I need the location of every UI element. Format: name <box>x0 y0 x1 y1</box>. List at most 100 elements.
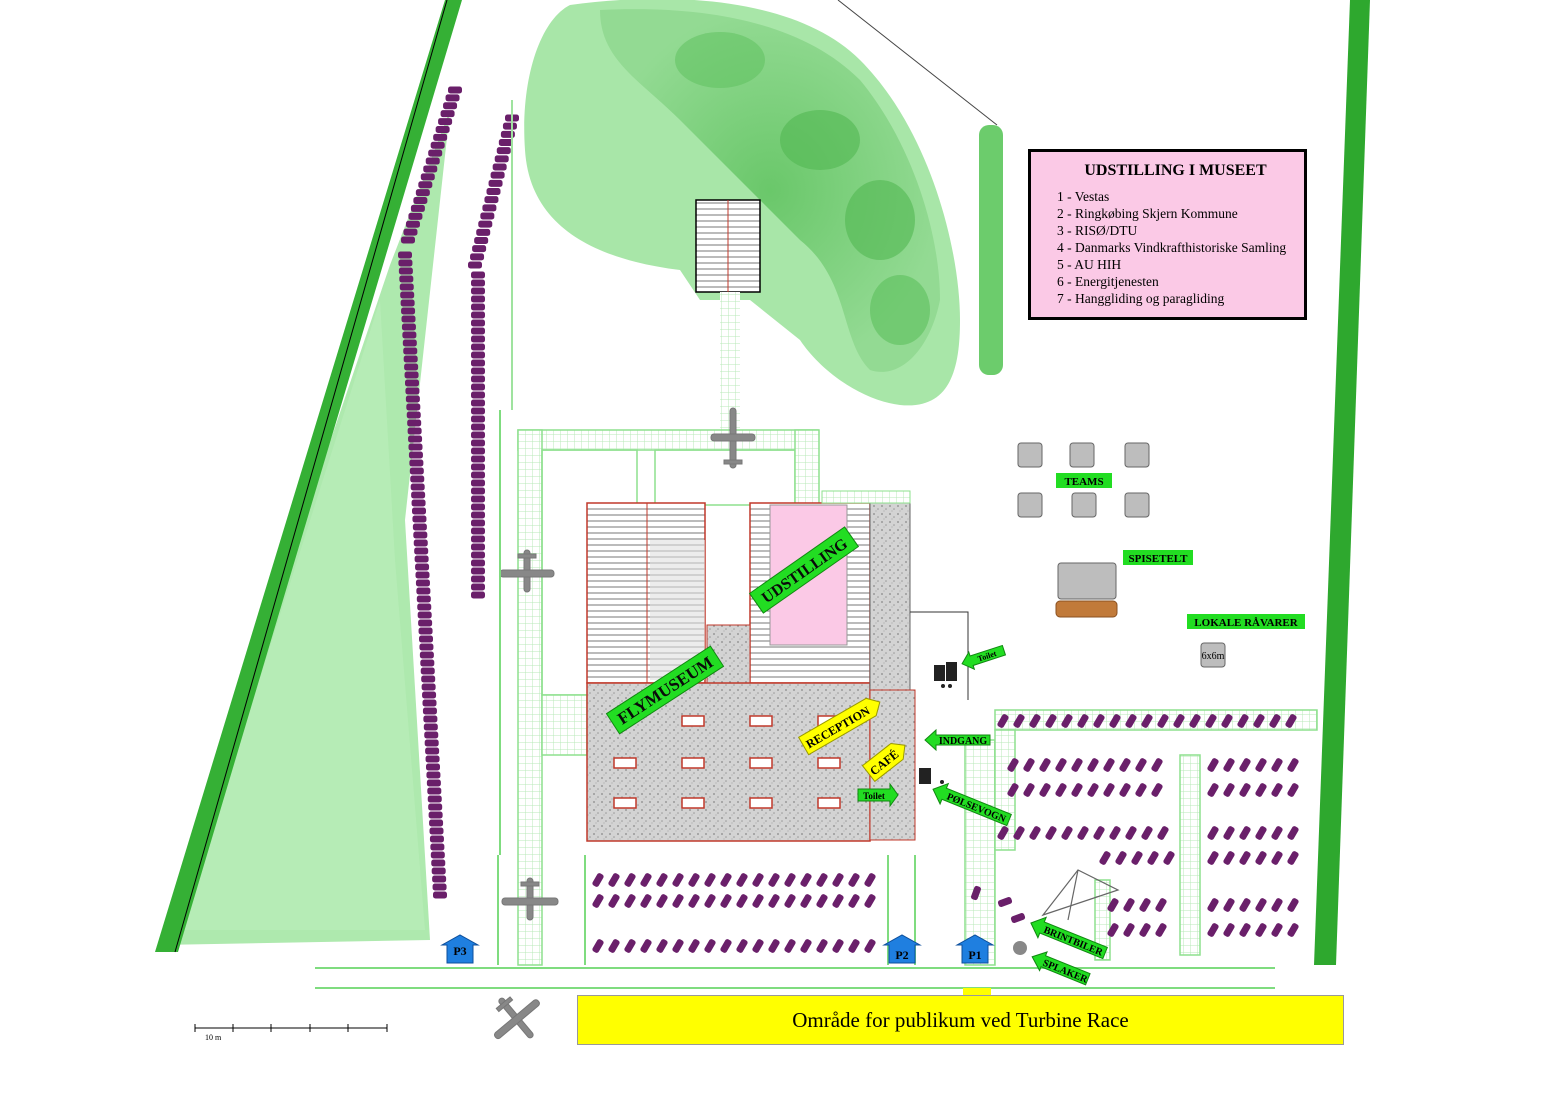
car-icon <box>471 543 485 551</box>
car-icon <box>468 261 482 269</box>
car-icon <box>471 527 485 535</box>
car-icon <box>415 189 430 197</box>
car-icon <box>480 212 495 220</box>
car-icon <box>816 939 828 953</box>
car-icon <box>1163 851 1175 865</box>
car-icon <box>1151 783 1163 797</box>
indgang-label: INDGANG <box>924 728 991 752</box>
hedge-short <box>979 125 1003 375</box>
legend-item: 1 - Vestas <box>1057 189 1110 204</box>
car-icon <box>1223 923 1235 937</box>
car-icon <box>1135 783 1147 797</box>
hedge-left <box>155 0 462 952</box>
car-icon <box>471 407 485 415</box>
car-icon <box>1045 826 1057 840</box>
car-icon <box>418 181 433 189</box>
car-icon <box>416 595 431 603</box>
car-icon <box>403 355 418 363</box>
car-icon <box>471 463 485 471</box>
car-icon <box>433 133 448 141</box>
car-icon <box>419 643 434 651</box>
car-icon <box>1109 714 1121 728</box>
car-icon <box>1287 758 1299 772</box>
car-icon <box>1135 758 1147 772</box>
car-icon <box>431 859 446 867</box>
car-icon <box>423 165 438 173</box>
car-icon <box>471 423 485 431</box>
car-icon <box>848 894 860 908</box>
car-icon <box>471 303 485 311</box>
car-icon <box>1071 783 1083 797</box>
car-icon <box>471 367 485 375</box>
car-icon <box>688 873 700 887</box>
parking-p3-label: P3 <box>453 944 466 958</box>
car-icon <box>624 873 636 887</box>
car-icon <box>1239 783 1251 797</box>
car-icon <box>704 873 716 887</box>
car-icon <box>409 459 424 467</box>
car-icon <box>1237 714 1249 728</box>
car-icon <box>404 371 419 379</box>
car-icon <box>471 311 485 319</box>
car-icon <box>471 503 485 511</box>
car-icon <box>471 359 485 367</box>
car-icon <box>401 307 416 315</box>
legend-item: 3 - RISØ/DTU <box>1057 223 1138 238</box>
car-icon <box>1271 923 1283 937</box>
car-icon <box>1147 851 1159 865</box>
car-icon <box>1157 714 1169 728</box>
car-icon <box>1013 826 1025 840</box>
legend-item: 2 - Ringkøbing Skjern Kommune <box>1057 206 1238 221</box>
car-icon <box>471 399 485 407</box>
scale-label: 10 m <box>205 1033 222 1042</box>
car-icon <box>411 491 426 499</box>
car-icon <box>736 873 748 887</box>
car-icon <box>1119 783 1131 797</box>
car-icon <box>1223 783 1235 797</box>
car-icon <box>498 139 513 146</box>
car-icon <box>1139 923 1151 937</box>
car-icon <box>472 245 487 253</box>
car-icon <box>768 939 780 953</box>
car-icon <box>471 319 485 327</box>
car-icon <box>1123 898 1135 912</box>
car-icon <box>1055 783 1067 797</box>
car-icon <box>413 539 428 547</box>
car-icon <box>1271 898 1283 912</box>
car-icon <box>443 102 458 110</box>
car-icon <box>405 220 420 228</box>
car-icon <box>1287 783 1299 797</box>
car-icon <box>398 259 413 267</box>
car-icon <box>470 253 485 261</box>
car-icon <box>1239 758 1251 772</box>
car-icon <box>425 755 440 763</box>
car-icon <box>428 149 443 157</box>
toilet-bottom-label: Toilet <box>857 782 899 808</box>
car-icon <box>1151 758 1163 772</box>
car-icon <box>429 819 444 827</box>
car-icon <box>412 507 426 515</box>
car-icon <box>471 583 485 591</box>
car-icon <box>422 691 437 699</box>
car-icon <box>1107 923 1119 937</box>
car-icon <box>484 196 499 204</box>
car-icon <box>1207 826 1219 840</box>
car-icon <box>416 587 431 595</box>
car-icon <box>688 939 700 953</box>
car-icon <box>415 563 430 571</box>
car-icon <box>1221 714 1233 728</box>
car-icon <box>1013 714 1025 728</box>
car-icon <box>445 94 460 102</box>
car-icon <box>403 347 418 355</box>
car-icon <box>1141 714 1153 728</box>
tent-size-label: 6x6m <box>1202 651 1225 662</box>
car-icon <box>672 873 684 887</box>
car-icon <box>1039 758 1051 772</box>
airplane-icon <box>493 407 756 1040</box>
car-icon <box>471 391 485 399</box>
car-icon <box>1045 714 1057 728</box>
car-icon <box>420 173 435 181</box>
car-icon <box>1125 826 1137 840</box>
car-icon <box>592 939 604 953</box>
car-icon <box>1123 923 1135 937</box>
